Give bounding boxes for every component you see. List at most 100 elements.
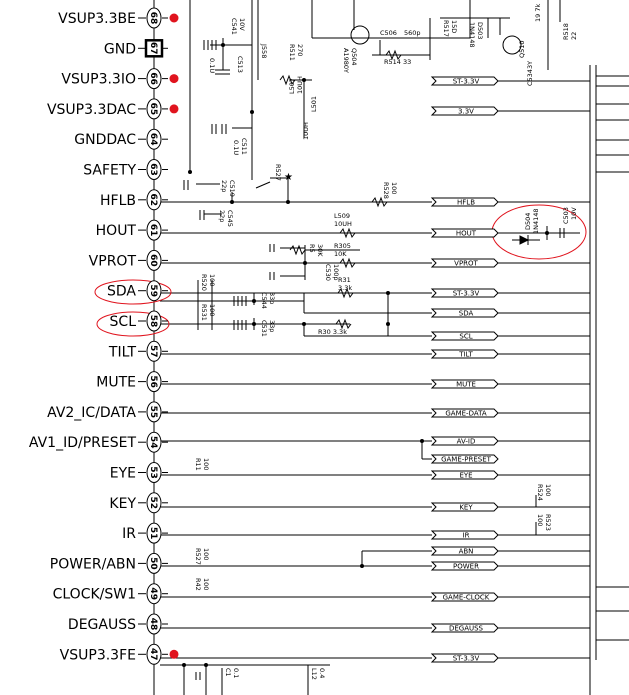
net-label: 3.3V [458, 108, 474, 116]
pin-number: 54 [148, 436, 158, 449]
pin-circle [146, 522, 162, 544]
pin-67: GND 67 [104, 39, 168, 58]
pin-label: AV2_IC/DATA [47, 405, 136, 421]
pin-circle [146, 280, 162, 302]
red-dot-marker [169, 104, 179, 114]
pin-circle [146, 643, 162, 665]
net-label: HOUT [456, 230, 477, 238]
pin-label: HFLB [100, 193, 136, 209]
pin-circle [146, 128, 162, 150]
label-r11: R11 [194, 458, 202, 471]
pin-label: GND [104, 41, 136, 57]
net-flag: SDA [430, 308, 499, 318]
net-label: GAME-CLOCK [443, 594, 490, 602]
net-label: ST-3.3V [453, 78, 480, 86]
label-r31: R31 [338, 276, 351, 284]
label-r514: R514 33 [384, 58, 411, 66]
pin-label: VSUP3.3IO [61, 72, 136, 88]
net-label: GAME-DATA [445, 410, 486, 418]
net-flag: HFLB [430, 197, 499, 207]
net-label: EYE [459, 472, 472, 480]
pin-label: SDA [107, 284, 136, 300]
pin-circle [146, 492, 162, 514]
label-c544-val: 33p [268, 292, 276, 304]
pin-circle [146, 7, 162, 29]
label-r520: R520 [200, 274, 208, 291]
label-r528-val: 100 [390, 182, 398, 194]
pin-59: SDA 59 [107, 280, 168, 302]
label-c530-val: 100p [332, 264, 340, 281]
pin-label: SCL [110, 314, 137, 330]
pin-label: VSUP3.3FE [60, 647, 136, 663]
label-l509: L509 [334, 212, 350, 220]
pin-circle [146, 552, 162, 574]
label-r519: 19 7k [534, 4, 542, 22]
net-label: VPROT [454, 260, 478, 268]
net-flag: ST-3.3V [430, 76, 499, 86]
net-label: SDA [459, 310, 474, 318]
pin-circle [146, 431, 162, 453]
net-label: DEGAUSS [449, 625, 484, 633]
net-flag: HOUT [430, 228, 499, 238]
pin-number: 59 [148, 284, 158, 297]
label-c545-val: 22p [218, 210, 226, 222]
label-c1x-val: 0.1 [232, 668, 240, 678]
pin-number: 67 [148, 42, 158, 55]
label-r511: R511 [288, 44, 296, 61]
pin-number: 60 [148, 254, 158, 267]
label-r520-val: 100 [208, 274, 216, 286]
net-flag: TILT [430, 349, 499, 359]
label-r31-val: 3.3k [338, 284, 352, 292]
label-l12-val: 0.4 [318, 668, 326, 678]
label-q510-type: C5343Y [526, 61, 534, 86]
pin-number: 65 [148, 103, 158, 116]
pin-number: 52 [148, 497, 158, 510]
pin-circle [146, 340, 162, 362]
pin-circle [146, 159, 162, 180]
pin-label: MUTE [96, 375, 136, 391]
label-c513-val: 0.1U [208, 58, 216, 73]
label-q504: Q504 [350, 48, 358, 66]
label-r518-val: 22 [570, 32, 578, 40]
label-l509-val: 10UH [334, 220, 352, 228]
pin-number: 66 [148, 72, 158, 85]
label-c541-val: 10V [238, 18, 246, 31]
pin-circle [146, 249, 162, 271]
pin-number: 56 [148, 375, 158, 388]
label-c531: C531 [260, 320, 268, 337]
label-c511-val: 0.1U [232, 140, 240, 155]
pin-56: MUTE 56 [96, 371, 168, 393]
label-r527b-val: 100 [202, 548, 210, 560]
label-l501-val: 10UH [302, 122, 310, 140]
label-c503-val: 10V [570, 207, 578, 220]
label-l501: L501 [310, 96, 318, 112]
pin-number: 48 [148, 618, 158, 631]
pin-label: TILT [108, 344, 137, 360]
label-r527: R527 [274, 164, 282, 181]
net-label: POWER [453, 563, 479, 571]
label-c511: C511 [240, 138, 248, 155]
pin-number: 63 [148, 163, 158, 176]
pin-circle [146, 68, 162, 90]
label-r511-val: 270 [296, 44, 304, 56]
pin-circle [146, 613, 162, 635]
label-r305: R305 [334, 242, 351, 250]
pin-label: SAFETY [83, 163, 136, 179]
pin-circle [146, 583, 162, 605]
net-flag: GAME-CLOCK [430, 592, 499, 602]
net-flag: IR [430, 530, 499, 540]
label-r528: R528 [382, 182, 390, 199]
net-label: GAME-PRESET [441, 456, 492, 464]
label-d504: D504 [524, 213, 532, 230]
pin-number: 62 [148, 194, 158, 207]
pin-label: VSUP3.3DAC [47, 102, 136, 118]
label-c519: C519 [228, 180, 236, 197]
pin-label: CLOCK/SW1 [53, 587, 136, 603]
